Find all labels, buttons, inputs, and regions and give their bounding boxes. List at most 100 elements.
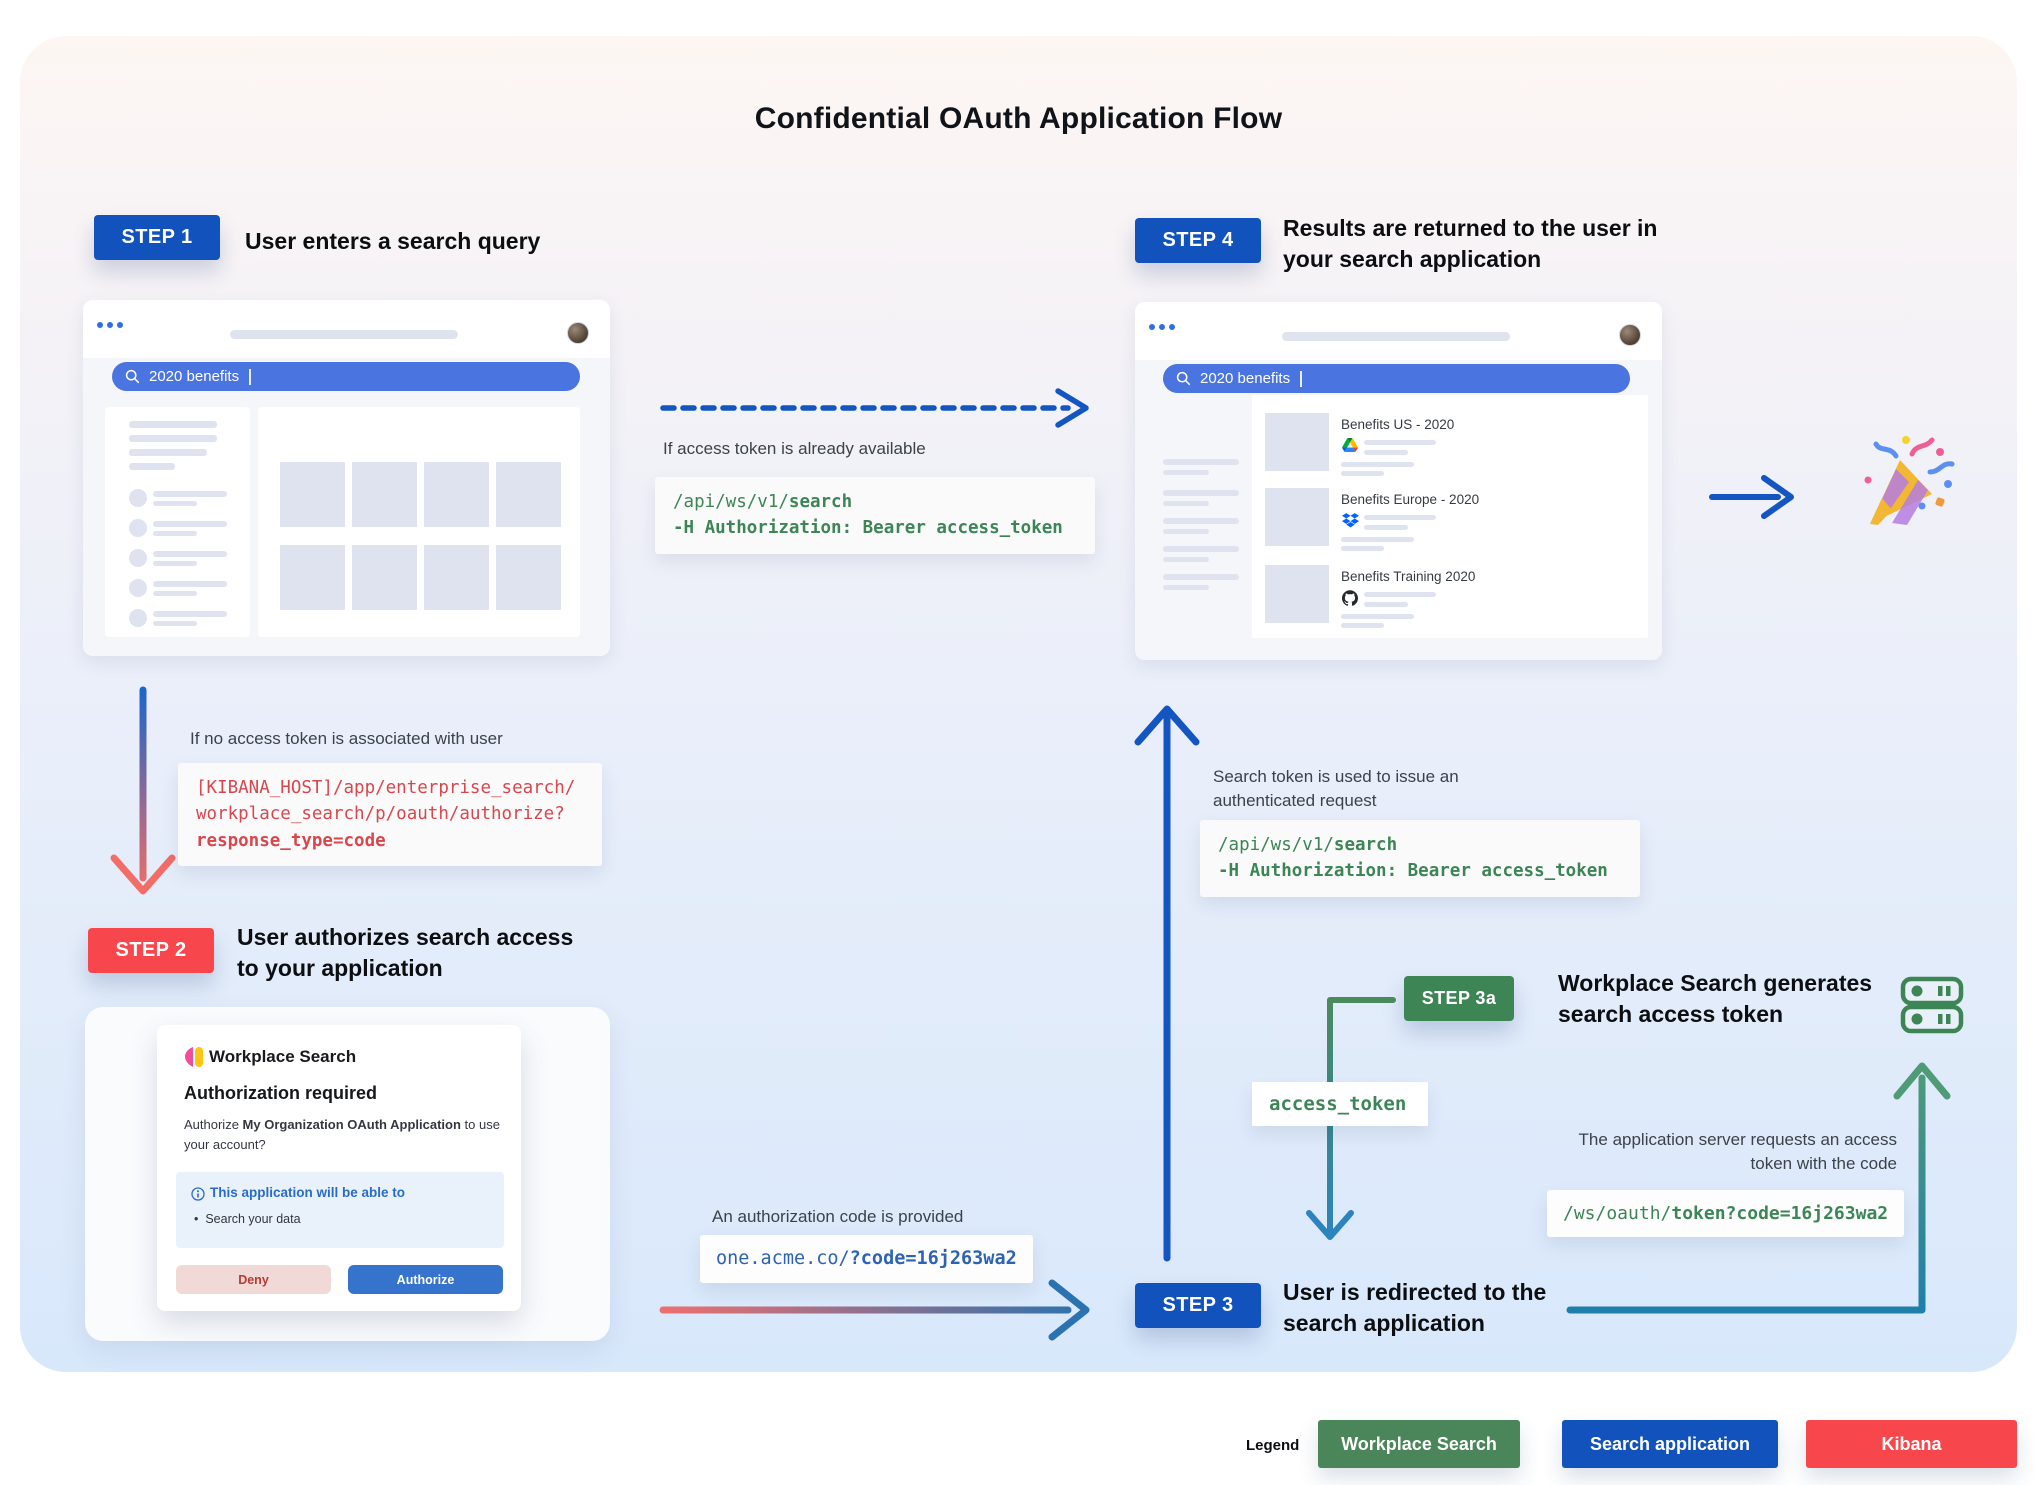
skeleton-line — [1163, 546, 1239, 552]
skeleton-line — [1163, 529, 1209, 534]
product-name: Workplace Search — [209, 1047, 357, 1066]
legend-label: Legend — [1246, 1437, 1300, 1454]
skeleton-line — [129, 449, 207, 456]
result-thumbnail[interactable] — [1265, 488, 1329, 546]
skeleton-avatar — [129, 489, 147, 507]
text-cursor — [249, 368, 251, 385]
search-icon — [1176, 371, 1191, 386]
grid-tile[interactable] — [424, 545, 489, 610]
step3-heading: User is redirected to the search applica… — [1283, 1279, 1547, 1336]
workplace-search-logo-icon — [185, 1047, 203, 1067]
step3-badge-label: STEP 3 — [1162, 1294, 1234, 1316]
skeleton-line — [153, 561, 197, 566]
grid-tile[interactable] — [496, 545, 561, 610]
browser-topbar — [83, 300, 610, 358]
result-title[interactable]: Benefits US - 2020 — [1341, 417, 1455, 432]
skeleton-line — [1163, 490, 1239, 496]
code-search-api-2: /api/ws/v1/search -H Authorization: Bear… — [1200, 820, 1640, 897]
scope-item-text: Search your data — [205, 1212, 301, 1226]
step3a-badge: STEP 3a — [1404, 976, 1514, 1021]
avatar[interactable] — [1619, 324, 1641, 346]
step2-badge-label: STEP 2 — [115, 939, 187, 961]
results-grid-panel — [258, 407, 580, 637]
search-input[interactable]: 2020 benefits — [112, 362, 580, 391]
results-browser-window: 2020 benefits Benefits US - 2020 — [1135, 302, 1662, 660]
dropbox-icon — [1342, 513, 1359, 528]
skeleton-line — [153, 581, 227, 587]
browser-topbar — [1135, 302, 1662, 360]
skeleton-line — [153, 491, 227, 497]
address-bar[interactable] — [1282, 332, 1510, 341]
dialog-heading: Authorization required — [184, 1083, 377, 1103]
step3-badge: STEP 3 — [1135, 1283, 1261, 1328]
skeleton-line — [153, 591, 197, 596]
code-line: [KIBANA_HOST]/app/enterprise_search/ — [196, 778, 576, 798]
skeleton-line — [1364, 515, 1436, 520]
code-kibana-authorize: [KIBANA_HOST]/app/enterprise_search/ wor… — [178, 763, 602, 866]
browser-dot-icon[interactable] — [1159, 324, 1165, 330]
browser-content: 2020 benefits Benefits US - 2020 — [1135, 360, 1662, 660]
browser-dot-icon[interactable] — [97, 322, 103, 328]
grid-tile[interactable] — [496, 462, 561, 527]
skeleton-line — [1163, 574, 1239, 580]
annotation-auth-code: An authorization code is provided — [712, 1207, 964, 1226]
result-thumbnail[interactable] — [1265, 565, 1329, 623]
skeleton-line — [1163, 459, 1239, 465]
browser-dot-icon[interactable] — [117, 322, 123, 328]
grid-tile[interactable] — [280, 545, 345, 610]
result-title[interactable]: Benefits Europe - 2020 — [1341, 492, 1480, 507]
info-icon — [191, 1187, 205, 1201]
authorize-button[interactable]: Authorize — [348, 1265, 503, 1294]
text-cursor — [1300, 370, 1302, 387]
grid-tile[interactable] — [280, 462, 345, 527]
grid-tile[interactable] — [424, 462, 489, 527]
search-icon — [125, 369, 140, 384]
browser-dot-icon[interactable] — [1149, 324, 1155, 330]
browser-content: 2020 benefits — [83, 358, 610, 656]
skeleton-avatar — [129, 609, 147, 627]
skeleton-line — [153, 501, 197, 506]
step1-badge-label: STEP 1 — [121, 226, 193, 248]
skeleton-line — [1341, 537, 1414, 542]
skeleton-line — [1341, 614, 1414, 619]
access-token-label: access_token — [1252, 1082, 1428, 1126]
result-title[interactable]: Benefits Training 2020 — [1341, 569, 1476, 584]
browser-dot-icon[interactable] — [107, 322, 113, 328]
address-bar[interactable] — [230, 330, 458, 339]
skeleton-line — [153, 611, 227, 617]
search-input[interactable]: 2020 benefits — [1163, 364, 1630, 393]
oauth-app-name: My Organization OAuth Application — [242, 1117, 461, 1132]
legend-workplace-search: Workplace Search — [1318, 1420, 1520, 1468]
skeleton-line — [153, 621, 197, 626]
step1-badge: STEP 1 — [94, 215, 220, 260]
browser-dot-icon[interactable] — [1169, 324, 1175, 330]
server-icon — [1900, 976, 1964, 1034]
deny-button[interactable]: Deny — [176, 1265, 331, 1294]
avatar[interactable] — [567, 322, 589, 344]
skeleton-avatar — [129, 519, 147, 537]
skeleton-line — [1364, 602, 1408, 607]
body-suffix: to use your account? — [184, 1117, 500, 1153]
skeleton-line — [1364, 525, 1408, 530]
grid-tile[interactable] — [352, 462, 417, 527]
step4-badge: STEP 4 — [1135, 218, 1261, 263]
code-redirect-url: one.acme.co/?code=16j263wa2 — [700, 1235, 1033, 1283]
annotation-issue-request: Search token is used to issue an authent… — [1213, 767, 1459, 811]
party-popper-icon — [1864, 436, 1955, 525]
code-path: /api/ws/v1/ — [1218, 835, 1334, 855]
skeleton-line — [1163, 585, 1209, 590]
sidebar-panel — [105, 407, 250, 637]
skeleton-line — [1163, 518, 1239, 524]
result-thumbnail[interactable] — [1265, 413, 1329, 471]
search-query-text: 2020 benefits — [1200, 370, 1291, 387]
code-endpoint: search — [788, 492, 853, 512]
code-search-api: /api/ws/v1/search -H Authorization: Bear… — [655, 477, 1095, 554]
skeleton-line — [1341, 546, 1384, 551]
step3a-badge-label: STEP 3a — [1421, 988, 1497, 1008]
grid-tile[interactable] — [352, 545, 417, 610]
body-prefix: Authorize — [184, 1117, 243, 1132]
legend-search-application: Search application — [1562, 1420, 1778, 1468]
code-endpoint: search — [1333, 835, 1398, 855]
skeleton-line — [129, 463, 175, 470]
skeleton-line — [1341, 623, 1384, 628]
